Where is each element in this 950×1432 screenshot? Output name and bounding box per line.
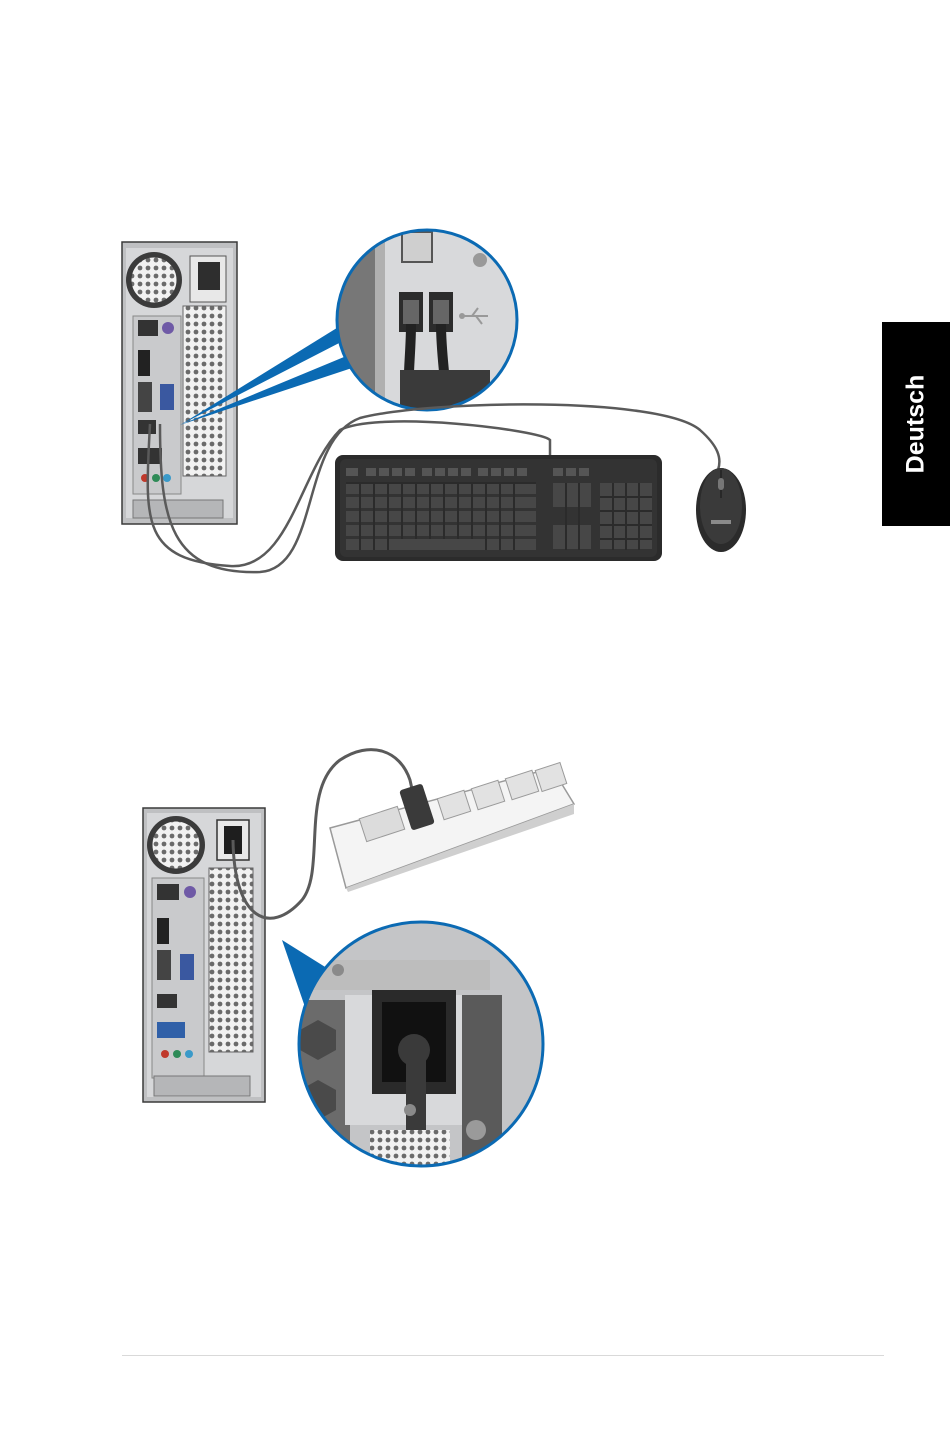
power-strip (330, 763, 574, 892)
asus-logo (711, 520, 731, 524)
desktop-tower-1 (122, 242, 237, 524)
mouse (696, 468, 746, 552)
fan-grille-icon (147, 816, 205, 874)
fan-grille-icon (126, 252, 182, 308)
keyboard (335, 455, 662, 561)
footer-divider (122, 1355, 884, 1356)
desktop-tower-2 (143, 808, 265, 1102)
usb-zoom-callout (330, 220, 530, 420)
power-zoom-callout (290, 920, 560, 1180)
figure-keyboard-mouse (122, 220, 746, 572)
figure-power (143, 750, 574, 1180)
